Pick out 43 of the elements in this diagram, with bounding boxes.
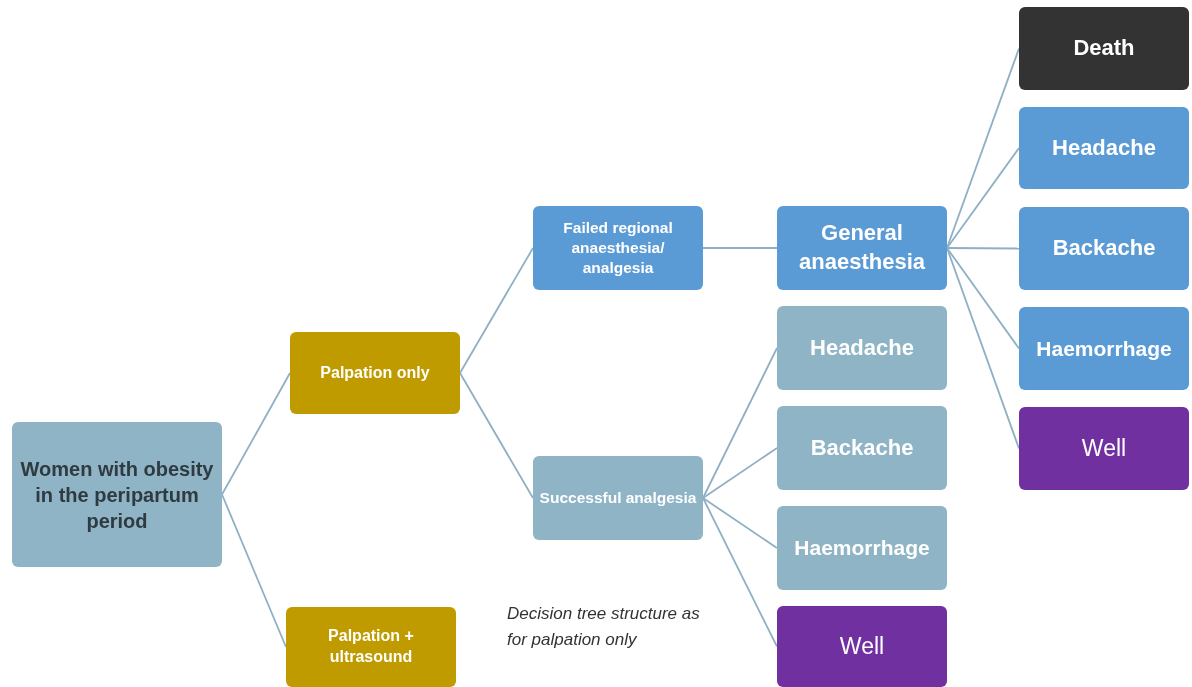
connector-line [702,247,778,249]
note-text: Decision tree structure as for palpation only [507,603,701,651]
node-label: Haemorrhage [794,535,930,562]
node-label: Successful analgesia [539,487,697,508]
outcome-box [1019,307,1189,390]
outcome-box [533,456,703,540]
connector-line [221,372,291,496]
node-label: Backache [1052,234,1156,263]
connector-line [946,247,1020,250]
outcome-box [777,406,947,490]
connector-line [221,493,287,648]
outcome-box [12,422,222,567]
outcome-box [777,206,947,290]
connector-line [946,147,1020,249]
connector-line [702,447,778,499]
node-label: Palpation only [320,362,430,383]
outcome-box [1019,207,1189,290]
outcome-box [1019,407,1189,490]
outcome-box [290,332,460,414]
node-label: Women with obesity in the peripartum period [19,456,215,534]
node-label: Well [839,631,885,661]
node-label: Backache [810,433,914,462]
outcome-box [286,607,456,687]
node-label: Death [1073,34,1135,63]
outcome-box [777,606,947,687]
connector-line [702,497,778,648]
outcome-box [777,506,947,590]
node-label: Headache [1052,133,1156,162]
node-label: Headache [810,333,914,362]
outcome-box [533,206,703,290]
outcome-box [1019,107,1189,189]
connector-line [946,247,1020,350]
connector-line [459,372,534,499]
node-label: Failed regional anaesthesia/ analgesia [562,217,674,279]
connector-line [702,497,778,549]
node-label: Haemorrhage [1036,335,1172,362]
node-label: General anaesthesia [798,219,926,276]
connector-line [459,247,534,374]
outcome-box [1019,7,1189,90]
outcome-box [777,306,947,390]
node-label: Palpation + ultrasound [327,626,415,667]
connector-line [702,347,778,499]
node-label: Well [1081,433,1127,463]
